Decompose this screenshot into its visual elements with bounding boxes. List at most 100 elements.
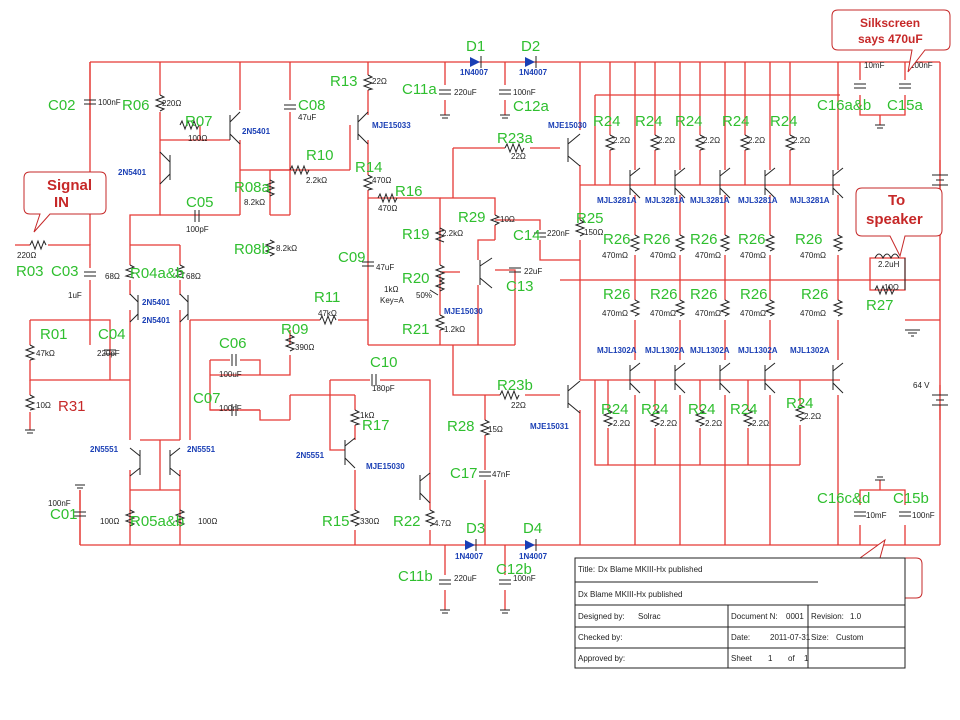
label-c01: C01 <box>50 506 78 523</box>
label-r09: R09 <box>281 321 309 338</box>
part-q-mje15033: MJE15033 <box>372 121 411 130</box>
value-r04a: 68Ω <box>105 272 120 281</box>
value-c16a: 10mF <box>864 61 885 70</box>
label-r08a: R08a <box>234 179 271 196</box>
value-r13: 22Ω <box>372 77 387 86</box>
part-q-2n5401: 2N5401 <box>142 298 171 307</box>
label-d2: D2 <box>521 38 540 55</box>
part-q-mjl1302a: MJL1302A <box>645 346 685 355</box>
value-r06: 220Ω <box>162 99 181 108</box>
value-r27: 10Ω <box>884 283 899 292</box>
label-r24: R24 <box>641 401 669 418</box>
label-r21: R21 <box>402 321 430 338</box>
label-c15b: C15b <box>893 490 929 507</box>
value-c03: 1uF <box>68 291 82 300</box>
part-q-2n5401: 2N5401 <box>142 316 171 325</box>
label-c07: C07 <box>193 390 221 407</box>
label-r14: R14 <box>355 159 383 176</box>
label-r31: R31 <box>58 398 86 415</box>
label-r26: R26 <box>603 286 631 303</box>
label-r15: R15 <box>322 513 350 530</box>
label-r26: R26 <box>650 286 678 303</box>
value-r26: 470mΩ <box>695 251 721 260</box>
label-r03: R03 <box>16 263 44 280</box>
label-d3: D3 <box>466 520 485 537</box>
label-r01: R01 <box>40 326 68 343</box>
size-value: Custom <box>836 633 864 642</box>
label-c02: C02 <box>48 97 76 114</box>
label-c04: C04 <box>98 326 126 343</box>
part-q-2n5401: 2N5401 <box>118 168 147 177</box>
value-c06: 100uF <box>219 370 242 379</box>
part-q-mjl1302a: MJL1302A <box>738 346 778 355</box>
part-d2: 1N4007 <box>519 68 548 77</box>
part-numbers: 1N4007 1N4007 1N4007 1N4007 2N5401 2N540… <box>90 68 830 561</box>
designed-value: Solrac <box>638 612 661 621</box>
callout-speaker-line2: speaker <box>866 211 923 228</box>
label-c14: C14 <box>513 227 541 244</box>
label-r16: R16 <box>395 183 423 200</box>
part-q-2n5551: 2N5551 <box>90 445 119 454</box>
part-d4: 1N4007 <box>519 552 548 561</box>
doc-value: 0001 <box>786 612 804 621</box>
value-r22: 4.7Ω <box>434 519 451 528</box>
callout-signal-line1: Signal <box>47 177 92 194</box>
value-r03: 220Ω <box>17 251 36 260</box>
sheet-label: Sheet <box>731 654 753 663</box>
value-r26: 470mΩ <box>740 309 766 318</box>
value-r05a: 100Ω <box>100 517 119 526</box>
label-r24: R24 <box>601 401 629 418</box>
value-c17: 47nF <box>492 470 510 479</box>
value-c08: 47uF <box>298 113 316 122</box>
label-r13: R13 <box>330 73 358 90</box>
label-c16ab: C16a&b <box>817 97 871 114</box>
part-q-mje15030: MJE15030 <box>444 307 483 316</box>
approved-label: Approved by: <box>578 654 625 663</box>
label-c11a: C11a <box>402 81 437 98</box>
component-labels: D1 D2 D3 D4 C02 R06 R07 C08 R13 C11a C12… <box>16 38 929 585</box>
callout-to-speaker: To speaker <box>855 187 943 258</box>
part-q-mjl3281a: MJL3281A <box>645 196 685 205</box>
part-d1: 1N4007 <box>460 68 489 77</box>
value-r24: 2.2Ω <box>793 136 810 145</box>
value-c04: 220pF <box>97 349 120 358</box>
label-r24: R24 <box>675 113 703 130</box>
title-value: Dx Blame MKIII-Hx published <box>598 565 702 574</box>
title-block: Title: Dx Blame MKIII-Hx published Dx Bl… <box>574 557 906 669</box>
part-q-mje15030: MJE15030 <box>366 462 405 471</box>
title-subtitle: Dx Blame MKIII-Hx published <box>578 590 682 599</box>
callout-silk-top-line1: Silkscreen <box>860 16 920 30</box>
label-r26: R26 <box>801 286 829 303</box>
value-c11b: 220uF <box>454 574 477 583</box>
value-c07: 100nF <box>219 404 242 413</box>
value-r26: 470mΩ <box>602 251 628 260</box>
label-r17: R17 <box>362 417 390 434</box>
label-r22: R22 <box>393 513 421 530</box>
part-q-2n5551: 2N5551 <box>187 445 216 454</box>
label-r23b: R23b <box>497 377 533 394</box>
label-c15a: C15a <box>887 97 924 114</box>
value-c05: 100pF <box>186 225 209 234</box>
value-r24: 2.2Ω <box>748 136 765 145</box>
value-c16c: 10mF <box>866 511 887 520</box>
value-r20: 1kΩ <box>384 285 398 294</box>
value-r08a: 8.2kΩ <box>244 198 265 207</box>
sheet-value: 1 <box>768 654 773 663</box>
value-r17: 1kΩ <box>360 411 374 420</box>
callout-signal-in: Signal IN <box>23 171 107 233</box>
label-r29: R29 <box>458 209 486 226</box>
value-r29: 10Ω <box>500 215 515 224</box>
value-c12a: 100nF <box>513 88 536 97</box>
value-r20-pct: 50% <box>416 291 432 300</box>
label-c17: C17 <box>450 465 478 482</box>
label-r24: R24 <box>770 113 798 130</box>
value-c09: 47uF <box>376 263 394 272</box>
value-r23b: 22Ω <box>511 401 526 410</box>
label-r25: R25 <box>576 210 604 227</box>
value-r26: 470mΩ <box>650 251 676 260</box>
value-r05b: 100Ω <box>198 517 217 526</box>
value-r21: 1.2kΩ <box>444 325 465 334</box>
date-value: 2011-07-31 <box>770 633 811 642</box>
label-r26: R26 <box>690 286 718 303</box>
